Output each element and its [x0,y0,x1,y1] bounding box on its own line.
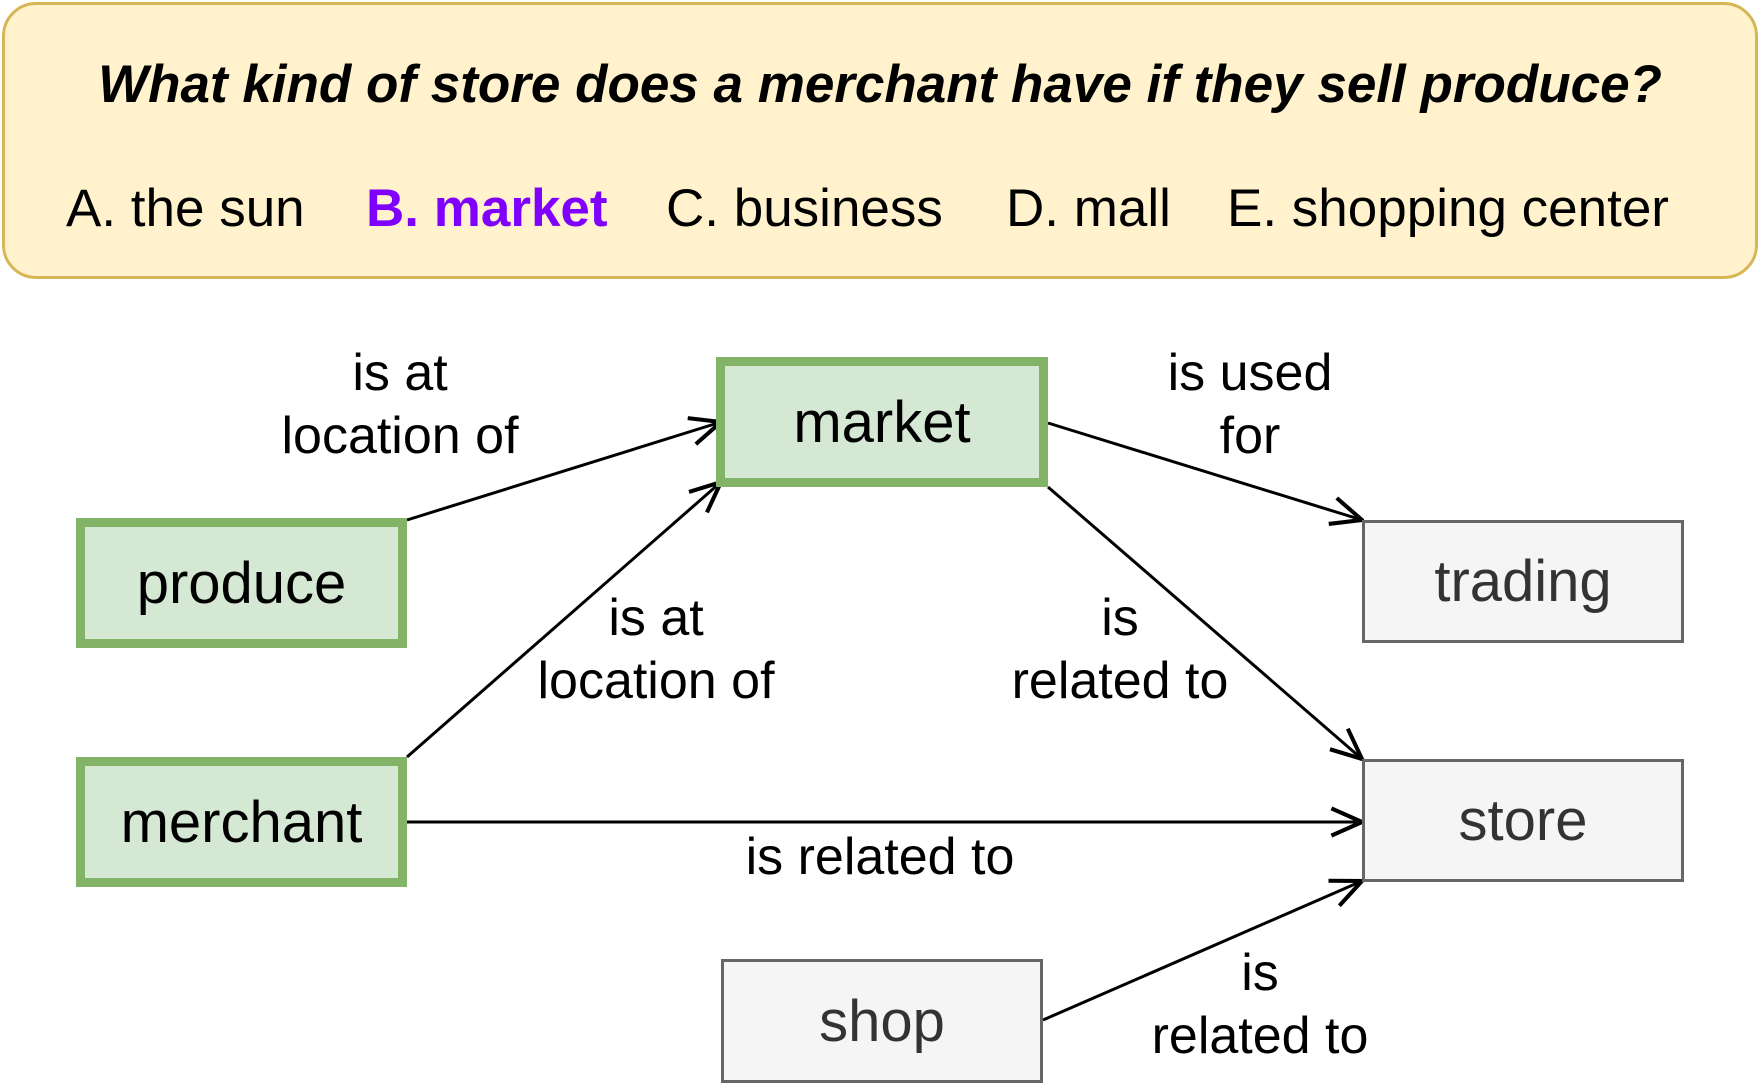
node-trading-label: trading [1434,549,1612,614]
node-produce-label: produce [136,550,347,616]
edge-shop-store [1042,881,1362,1022]
edge-label-market-trading: is used for [1110,342,1390,468]
option-d: D. mall [1006,179,1171,238]
option-e: E. shopping center [1227,179,1669,238]
edge-market-trading [1047,421,1362,520]
node-trading: trading [1362,520,1684,643]
edge-label-line: is at [352,344,448,402]
question-box: What kind of store does a merchant have … [2,2,1758,279]
node-shop-label: shop [819,988,945,1054]
edge-label-line: for [1219,407,1281,465]
edge-label-merchant-market: is at location of [506,587,806,713]
option-b-correct: B. market [366,179,608,238]
node-produce: produce [76,518,407,648]
option-c: C. business [666,179,943,238]
edge-label-line: is used [1167,344,1333,402]
question-text: What kind of store does a merchant have … [98,55,1662,114]
edge-label-line: is related to [745,828,1015,886]
edge-label-market-store: is related to [980,587,1260,713]
option-a: A. the sun [66,179,305,238]
edge-produce-market [406,422,721,522]
edge-label-line: is [1101,589,1139,647]
edge-label-line: related to [1011,652,1229,710]
edge-label-line: location of [281,407,519,465]
edge-market-store [1047,485,1362,759]
edge-label-line: is at [608,589,704,647]
edge-label-produce-market: is at location of [250,342,550,468]
node-market: market [716,357,1048,487]
node-shop: shop [721,959,1043,1083]
edge-label-line: location of [537,652,775,710]
node-store: store [1362,759,1684,882]
edge-label-shop-store: is related to [1120,942,1400,1068]
node-store-label: store [1458,788,1588,853]
edge-label-line: is [1241,944,1279,1002]
edge-merchant-market [406,482,721,759]
node-market-label: market [793,389,971,455]
edge-label-merchant-store: is related to [680,826,1080,889]
edge-label-line: related to [1151,1007,1369,1065]
node-merchant: merchant [76,757,407,887]
node-merchant-label: merchant [120,789,363,855]
